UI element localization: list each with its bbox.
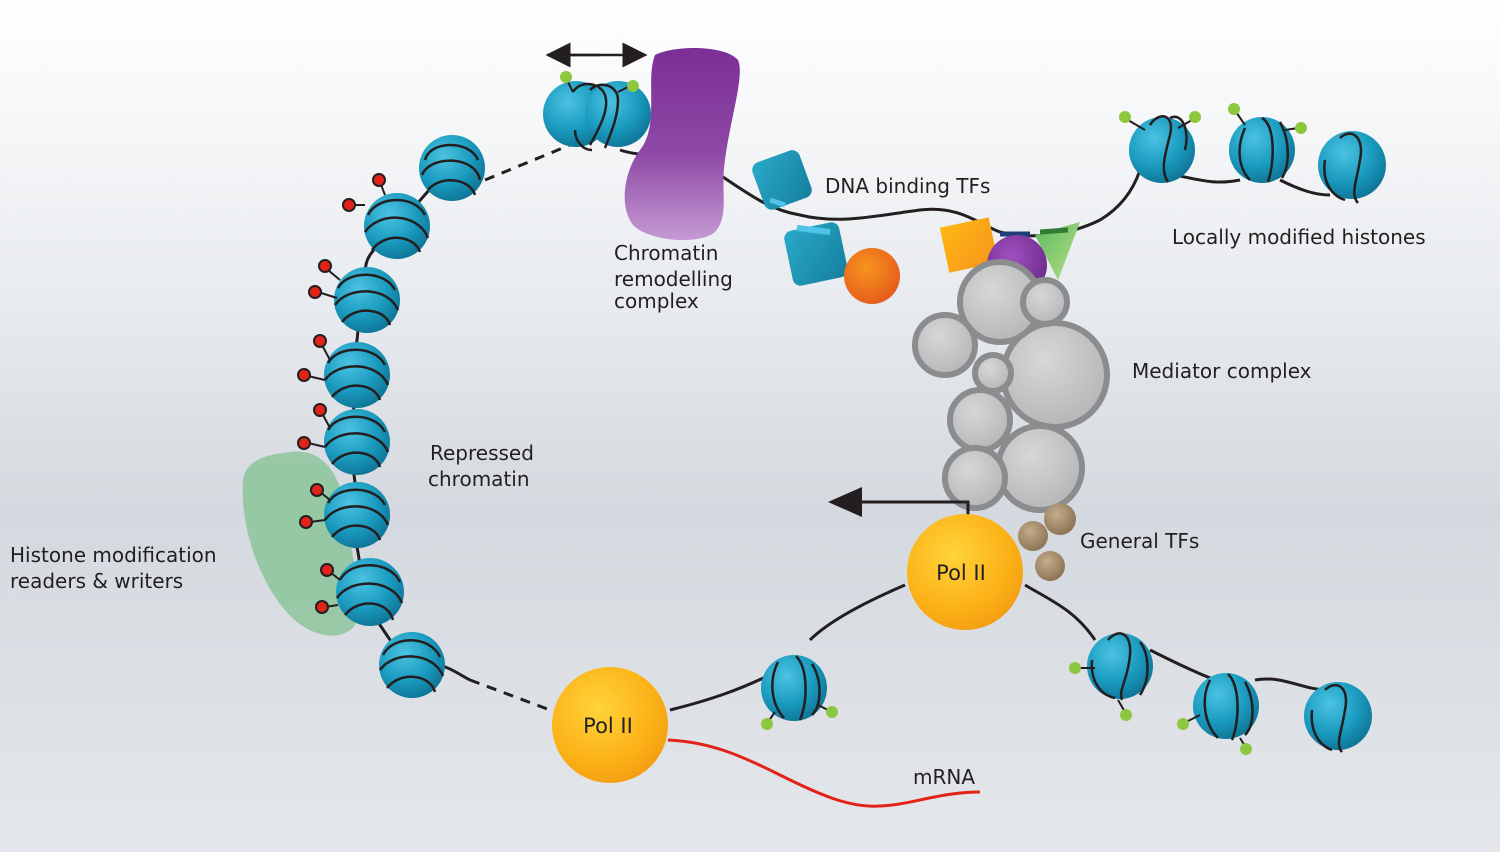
mediator-subunit [995,423,1085,513]
general-tfs [1018,503,1076,581]
nucleosome-bottom [761,655,838,730]
tf-square-yellow [939,217,999,273]
nucleosome [335,558,404,626]
locally-modified-histones [1119,103,1386,204]
mediator-subunit [972,352,1014,394]
nucleosome [1304,682,1372,753]
nucleosome [378,632,445,698]
label-repressed-2: chromatin [428,467,530,491]
label-histone-readers-2: readers & writers [10,569,183,593]
remodelled-nucleosome [543,42,651,152]
pol-ii-bottom-label: Pol II [583,714,633,738]
mediator-subunit [947,387,1013,453]
nucleosome [1119,111,1201,183]
mediator-subunit [912,312,978,378]
downstream-nucleosomes [1069,632,1372,755]
mediator-subunit [1020,277,1070,327]
mediator-complex [912,259,1110,513]
co-factor-orange [844,248,900,304]
label-mrna: mRNA [913,765,975,789]
nucleosome [323,409,390,475]
nucleosome [1228,103,1307,183]
tf-square-1 [752,150,812,210]
nucleosome [1177,673,1259,755]
label-locally-modified: Locally modified histones [1172,225,1426,249]
tf-triangle-green [1035,222,1080,280]
nucleosome [1318,131,1386,204]
pol-ii-top-label: Pol II [936,561,986,585]
nucleosome [333,267,400,333]
mrna-strand [667,738,981,808]
pol-ii-elongating: Pol II [552,667,981,808]
nucleosome [419,135,485,201]
label-histone-readers-1: Histone modification [10,543,217,567]
tf-square-2 [784,222,848,286]
label-repressed-1: Repressed [430,441,534,465]
repressive-marks [297,173,386,614]
chromatin-remodelling-complex [624,48,740,241]
label-general-tfs: General TFs [1080,529,1199,553]
label-dna-binding-tfs: DNA binding TFs [825,174,990,198]
label-mediator: Mediator complex [1132,359,1312,383]
repressed-nucleosomes [242,135,485,698]
labels: DNA binding TFs Chromatin remodelling co… [10,174,1426,789]
mediator-subunit [942,445,1008,511]
label-chromatin-1: Chromatin [614,241,718,265]
label-chromatin-3: complex [614,289,699,313]
nucleosome [1069,632,1153,721]
nucleosome [323,342,390,408]
nucleosome [323,482,390,548]
pol-ii-promoter: Pol II [907,514,1023,630]
nucleosome [363,193,430,259]
label-chromatin-2: remodelling [614,267,733,291]
transcription-start-arrow [828,487,970,520]
